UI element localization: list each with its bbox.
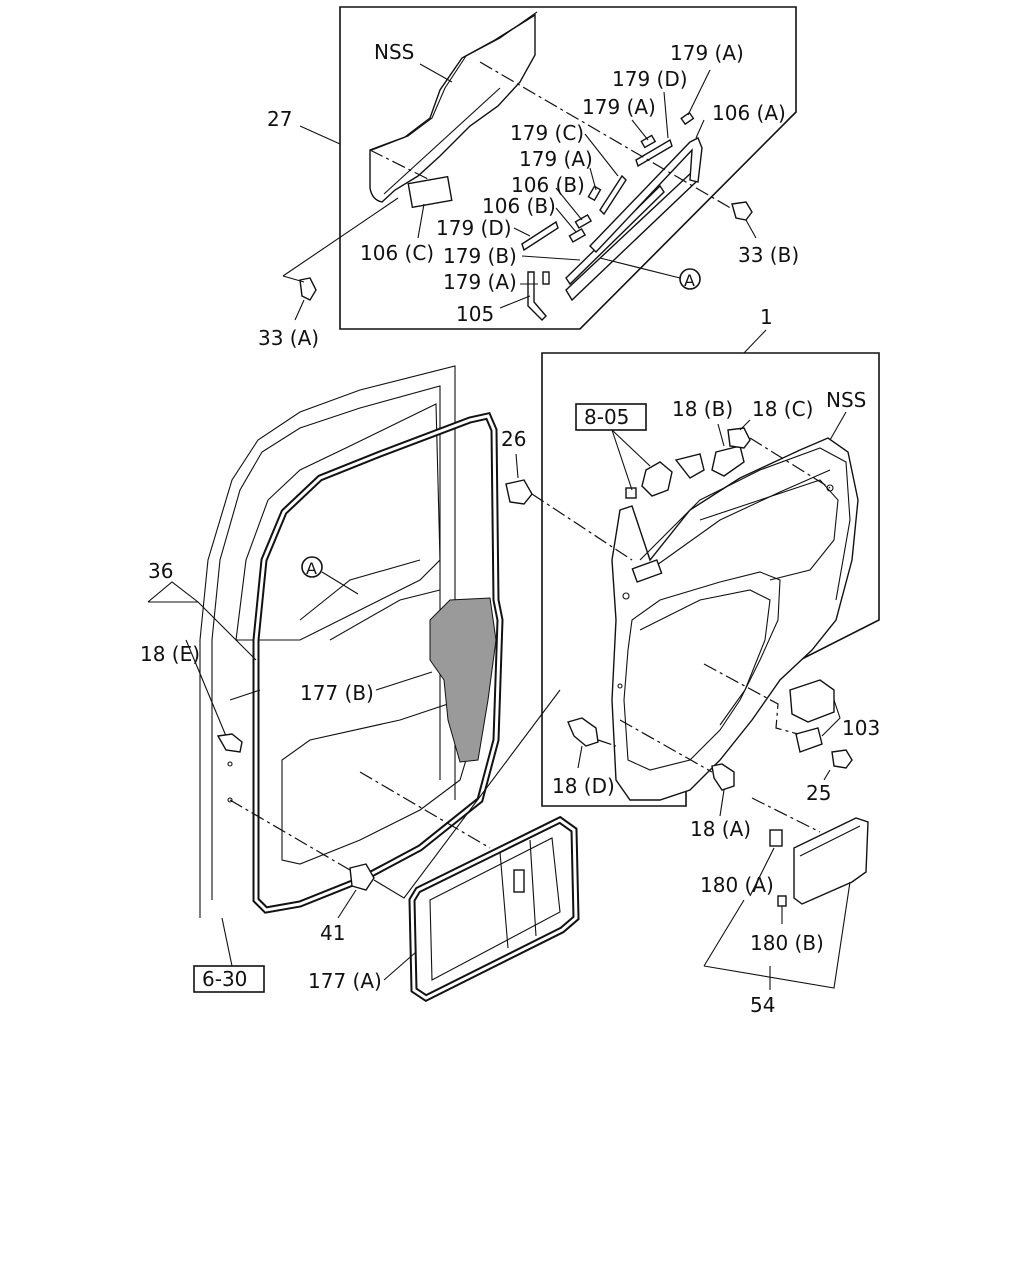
- strip-179d-mid: [521, 220, 559, 252]
- clip-41: [349, 863, 375, 891]
- label-1: 1: [760, 305, 773, 329]
- pad-179a-4: [542, 271, 550, 285]
- screw-18c: [727, 427, 751, 449]
- label-179a-1: 179 (A): [670, 41, 744, 65]
- label-106a: 106 (A): [712, 101, 786, 125]
- callout-a-door: [301, 556, 323, 578]
- callout-a-top-label: A: [684, 271, 695, 290]
- label-18c: 18 (C): [752, 397, 813, 421]
- label-179b: 179 (B): [443, 244, 517, 268]
- label-106b-2: 106 (B): [482, 194, 556, 218]
- clip-26: [505, 479, 533, 505]
- clip-33b: [731, 201, 753, 221]
- pad-180b: [777, 895, 787, 907]
- inner-handle: [641, 461, 673, 497]
- label-nss-right: NSS: [826, 388, 866, 412]
- switch-103: [789, 679, 835, 723]
- label-179a-2: 179 (A): [582, 95, 656, 119]
- clip-33a: [299, 277, 317, 301]
- label-18b: 18 (B): [672, 397, 733, 421]
- screw-25: [831, 749, 853, 769]
- label-179d-2: 179 (D): [436, 216, 512, 240]
- label-54: 54: [750, 993, 775, 1017]
- label-106b-1: 106 (B): [511, 173, 585, 197]
- pocket-54: [793, 817, 869, 905]
- label-33b: 33 (B): [738, 243, 799, 267]
- pad-179a-2: [640, 134, 657, 149]
- label-18a: 18 (A): [690, 817, 751, 841]
- inset-27: A NSS 179 (A) 179 (D) 179 (A) 106 (A) 17…: [339, 6, 797, 330]
- ref-box-805: [575, 403, 647, 431]
- label-179d-1: 179 (D): [612, 67, 688, 91]
- block-106c: [407, 175, 453, 209]
- label-103: 103: [842, 716, 880, 740]
- label-630: 6-30: [202, 967, 247, 991]
- clip-18d: [567, 717, 599, 747]
- label-177b: 177 (B): [300, 681, 374, 705]
- inset-1: 8-05 18 (C) 18 (B) NSS 18 (D): [541, 352, 880, 807]
- pad-106b-1: [574, 213, 593, 229]
- label-180b: 180 (B): [750, 931, 824, 955]
- label-106c: 106 (C): [360, 241, 434, 265]
- label-18e: 18 (E): [140, 642, 200, 666]
- bracket-18b: [711, 445, 745, 477]
- strip-179d-top: [635, 138, 673, 168]
- label-805: 8-05: [584, 405, 629, 429]
- label-179c: 179 (C): [510, 121, 584, 145]
- callout-a-top: [679, 268, 701, 290]
- label-25: 25: [806, 781, 831, 805]
- callout-a-door-label: A: [306, 559, 317, 578]
- strip-179c: [599, 174, 627, 216]
- window-177a: [408, 815, 580, 1003]
- label-41: 41: [320, 921, 345, 945]
- ref-box-630: [193, 965, 265, 993]
- door-assembly: A: [199, 365, 504, 918]
- pad-106b-2: [568, 227, 587, 243]
- label-18d: 18 (D): [552, 774, 615, 798]
- label-177a: 177 (A): [308, 969, 382, 993]
- strip-106a: [589, 137, 703, 254]
- label-180a: 180 (A): [700, 873, 774, 897]
- label-nss-top: NSS: [374, 40, 414, 64]
- label-36: 36: [148, 559, 173, 583]
- window-outer: [408, 815, 580, 1003]
- label-27: 27: [267, 107, 292, 131]
- label-33a: 33 (A): [258, 326, 319, 350]
- label-179a-3: 179 (A): [519, 147, 593, 171]
- label-179a-4: 179 (A): [443, 270, 517, 294]
- door-outer: [199, 365, 456, 918]
- label-26: 26: [501, 427, 526, 451]
- bolt-18e: [216, 733, 243, 753]
- label-105: 105: [456, 302, 494, 326]
- strip-179b: [565, 170, 699, 302]
- pad-179a-1: [680, 111, 695, 126]
- clip-18a: [711, 763, 735, 791]
- inset-27-frame: [339, 6, 797, 330]
- pad-179a-3: [587, 185, 602, 202]
- pad-180a: [769, 829, 783, 847]
- service-hole: [429, 597, 497, 763]
